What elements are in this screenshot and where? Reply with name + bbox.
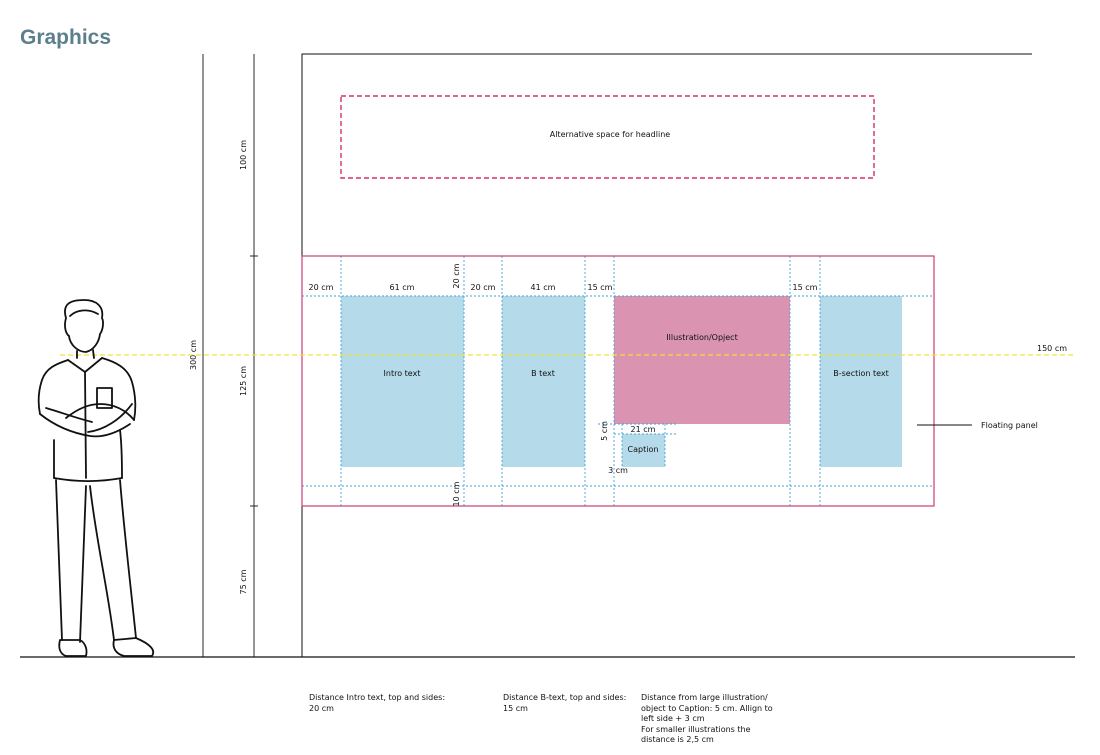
headline-label: Alternative space for headline (550, 130, 670, 139)
headline-box (340, 95, 875, 179)
note-btext: Distance B-text, top and sides: 15 cm (503, 693, 626, 714)
dim-caption-width: 21 cm (631, 425, 656, 434)
eye-level-label: 150 cm (1037, 344, 1067, 353)
note-btext-line-1: Distance B-text, top and sides: (503, 693, 627, 702)
note-ill-line-2: object to Caption: 5 cm. Allign to (641, 703, 773, 713)
b-text-block (502, 296, 585, 467)
note-illustration: Distance from large illustration/ object… (641, 693, 773, 746)
intro-text-label: Intro text (384, 369, 421, 378)
caption-label: Caption (628, 445, 659, 454)
note-ill-line-1: Distance from large illustration/ (641, 693, 768, 702)
dim-bottom-margin: 10 cm (452, 481, 461, 506)
note-ill-line-4: For smaller illustrations the (641, 724, 751, 734)
b-text-label: B text (531, 369, 555, 378)
illustration-block (614, 296, 790, 424)
dim-gap-intro-b: 20 cm (471, 283, 496, 292)
b-section-label: B-section text (833, 369, 889, 378)
page-title: Graphics (20, 26, 112, 49)
note-ill-line-3: left side + 3 cm (641, 714, 705, 723)
illustration-label: Illustration/Opject (666, 333, 737, 342)
height-top-label: 100 cm (239, 140, 248, 170)
dim-gap-b-ill: 15 cm (588, 283, 613, 292)
intro-text-block (341, 296, 464, 467)
note-intro-line-2: 20 cm (309, 703, 334, 713)
dim-b-width: 41 cm (531, 283, 556, 292)
floating-panel-border (301, 255, 935, 507)
height-middle-label: 125 cm (239, 366, 248, 396)
height-bottom-label: 75 cm (239, 569, 248, 594)
b-section-block (820, 296, 902, 467)
floating-panel-label: Floating panel (981, 421, 1038, 430)
note-ill-line-5: distance is 2,5 cm (641, 735, 714, 744)
dim-intro-width: 61 cm (390, 283, 415, 292)
dim-top-margin: 20 cm (452, 263, 461, 288)
dim-gap-ill-bsec: 15 cm (793, 283, 818, 292)
dim-caption-offset: 3 cm (608, 466, 628, 475)
dim-margin-left: 20 cm (309, 283, 334, 292)
note-intro-line-1: Distance Intro text, top and sides: (309, 693, 446, 702)
guide-lines (302, 256, 934, 506)
person-figure-icon (37, 299, 155, 657)
note-intro: Distance Intro text, top and sides: 20 c… (309, 693, 445, 714)
note-btext-line-2: 15 cm (503, 703, 528, 713)
caption-block (622, 434, 665, 467)
dim-caption-gap: 5 cm (600, 421, 609, 441)
height-total-label: 300 cm (189, 340, 198, 370)
